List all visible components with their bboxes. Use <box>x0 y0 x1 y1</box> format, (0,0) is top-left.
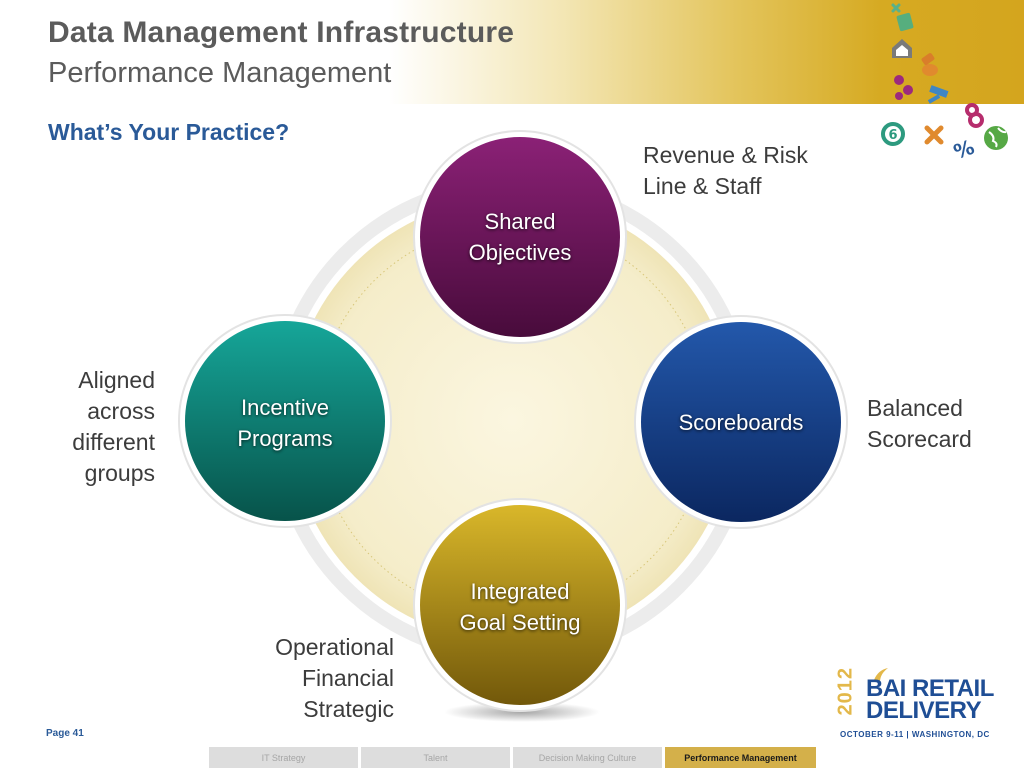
logo-name-line: DELIVERY <box>866 697 982 724</box>
annotation-line: Revenue & Risk <box>643 142 808 168</box>
tab-decision-making-culture[interactable]: Decision Making Culture <box>513 747 662 768</box>
logo-name: BAI RETAIL DELIVERY <box>866 675 994 724</box>
circle-scoreboards <box>634 315 848 529</box>
header-band <box>0 0 1024 104</box>
section-heading: What’s Your Practice? <box>48 119 290 145</box>
annotation-line: Strategic <box>303 696 394 722</box>
circle-incentive-programs <box>178 314 392 528</box>
circle-shared-objectives <box>413 130 627 344</box>
page-subtitle: Performance Management <box>48 57 392 89</box>
background-disc <box>290 198 734 642</box>
number-eight-icon <box>965 103 984 128</box>
annotation-line: across <box>87 398 155 424</box>
annotation-top: Revenue & Risk Line & Staff <box>643 140 808 202</box>
circle-label-line: Programs <box>237 426 333 451</box>
circle-label-line: Objectives <box>468 240 572 265</box>
circle-label-integrated-goal-setting: Integrated Goal Setting <box>420 576 620 638</box>
house-icon <box>892 39 912 58</box>
circle-label-line: Goal Setting <box>459 610 581 635</box>
people-icon <box>894 75 913 100</box>
multiply-icon <box>924 125 944 145</box>
globe-icon <box>984 126 1008 150</box>
logo-year: 2012 <box>834 667 857 716</box>
svg-text:6: 6 <box>888 128 897 143</box>
annotation-line: Scorecard <box>867 426 972 452</box>
circle-label-scoreboards: Scoreboards <box>641 407 841 438</box>
annotation-line: Operational <box>275 634 394 660</box>
annotation-line: Balanced <box>867 395 963 421</box>
dollar-circle-icon: 6 <box>881 122 905 146</box>
tab-performance-management[interactable]: Performance Management <box>665 747 816 768</box>
circle-label-line: Scoreboards <box>678 410 804 435</box>
logo-name-line: BAI RETAIL <box>866 675 994 702</box>
cross-icon <box>891 3 901 13</box>
page-number: Page 41 <box>46 728 84 739</box>
tab-it-strategy[interactable]: IT Strategy <box>209 747 358 768</box>
annotation-line: Aligned <box>78 367 155 393</box>
ruler-icon <box>927 85 949 104</box>
circle-shadow <box>444 702 600 722</box>
annotation-bottom: Operational Financial Strategic <box>214 632 394 725</box>
footer-tab-bar: IT Strategy Talent Decision Making Cultu… <box>209 747 816 768</box>
annotation-right: Balanced Scorecard <box>867 393 972 455</box>
circle-label-line: Shared <box>484 209 556 234</box>
annotation-line: groups <box>84 460 155 486</box>
circle-label-line: Integrated <box>470 579 570 604</box>
money-bag-icon <box>921 53 938 76</box>
icon-cluster: 6 % <box>881 3 1008 164</box>
circle-label-line: Incentive <box>240 395 330 420</box>
tab-talent[interactable]: Talent <box>361 747 510 768</box>
circle-label-incentive-programs: Incentive Programs <box>185 392 385 454</box>
logo-swoosh-icon <box>874 668 888 682</box>
annotation-line: Financial <box>301 665 394 691</box>
bai-logo <box>874 668 888 682</box>
circle-integrated-goal-setting <box>413 498 627 712</box>
circle-label-shared-objectives: Shared Objectives <box>420 206 620 268</box>
annotation-line: Line & Staff <box>643 173 762 199</box>
annotation-line: different <box>72 429 155 455</box>
logo-date: OCTOBER 9-11 | WASHINGTON, DC <box>840 730 990 739</box>
checklist-icon <box>896 12 914 32</box>
page-title: Data Management Infrastructure <box>48 16 515 49</box>
annotation-left: Aligned across different groups <box>20 365 155 489</box>
